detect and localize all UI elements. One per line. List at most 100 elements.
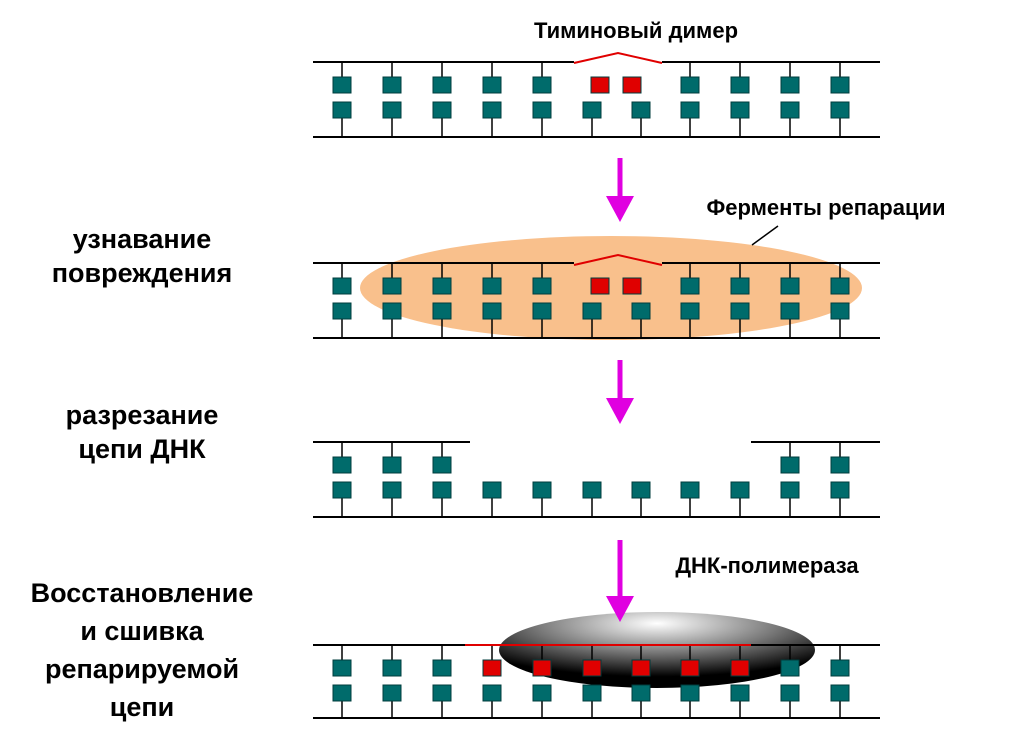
base — [780, 456, 800, 474]
template-base — [532, 481, 552, 499]
template-base — [631, 481, 651, 499]
base — [532, 277, 552, 295]
dna-polymerase-label: ДНК-полимераза — [675, 553, 859, 578]
new-base — [730, 659, 750, 677]
base — [532, 76, 552, 94]
template-base — [830, 684, 850, 702]
step-1-label-line1: узнавание — [73, 224, 212, 254]
template-base — [631, 302, 651, 320]
template-base — [582, 101, 602, 119]
template-base — [482, 481, 502, 499]
template-base — [730, 101, 750, 119]
template-base — [631, 101, 651, 119]
template-base — [631, 684, 651, 702]
base — [332, 277, 352, 295]
template-base — [780, 684, 800, 702]
base — [680, 76, 700, 94]
base — [830, 76, 850, 94]
base — [432, 76, 452, 94]
template-base — [680, 684, 700, 702]
thymine-dimer-base — [622, 277, 642, 295]
template-base — [780, 481, 800, 499]
step-3-label-line1: Восстановление — [31, 578, 254, 608]
down-arrow-icon — [606, 540, 634, 622]
template-base — [680, 481, 700, 499]
template-base — [482, 101, 502, 119]
down-arrow-icon — [606, 360, 634, 424]
template-base — [582, 302, 602, 320]
template-base — [332, 302, 352, 320]
base — [332, 76, 352, 94]
template-base — [432, 302, 452, 320]
base — [780, 76, 800, 94]
new-base — [532, 659, 552, 677]
template-base — [582, 684, 602, 702]
template-base — [382, 302, 402, 320]
new-base — [582, 659, 602, 677]
thymine-dimer-base — [590, 277, 610, 295]
base — [332, 659, 352, 677]
template-base — [680, 101, 700, 119]
step-3-label-line2: и сшивка — [80, 616, 204, 646]
template-base — [532, 684, 552, 702]
template-base — [730, 481, 750, 499]
base — [432, 277, 452, 295]
dna-polymerase-blob — [499, 612, 815, 688]
base — [830, 277, 850, 295]
step-3-label-line4: цепи — [110, 692, 175, 722]
base — [780, 659, 800, 677]
template-base — [382, 101, 402, 119]
base — [382, 76, 402, 94]
step-2-label-line1: разрезание — [66, 400, 219, 430]
template-base — [382, 684, 402, 702]
base — [830, 659, 850, 677]
base — [482, 277, 502, 295]
template-base — [680, 302, 700, 320]
base — [432, 659, 452, 677]
thymine-dimer-base — [622, 76, 642, 94]
step-1-label-line2: повреждения — [52, 258, 233, 288]
step-3-label-line3: репарируемой — [45, 654, 239, 684]
template-base — [780, 302, 800, 320]
base — [780, 277, 800, 295]
template-base — [482, 302, 502, 320]
new-base — [680, 659, 700, 677]
template-base — [482, 684, 502, 702]
template-base — [532, 302, 552, 320]
new-base — [631, 659, 651, 677]
base — [382, 456, 402, 474]
template-base — [730, 302, 750, 320]
template-base — [830, 481, 850, 499]
template-base — [780, 101, 800, 119]
base — [730, 76, 750, 94]
down-arrow-icon — [606, 158, 634, 222]
template-base — [730, 684, 750, 702]
template-base — [830, 302, 850, 320]
template-base — [382, 481, 402, 499]
template-base — [332, 684, 352, 702]
base — [382, 277, 402, 295]
dimer-bond-line-2 — [573, 253, 663, 266]
template-base — [582, 481, 602, 499]
base — [830, 456, 850, 474]
template-base — [432, 481, 452, 499]
base — [432, 456, 452, 474]
template-base — [432, 684, 452, 702]
template-base — [332, 101, 352, 119]
dimer-bond-line-1 — [573, 51, 663, 64]
base — [730, 277, 750, 295]
base — [680, 277, 700, 295]
template-base — [532, 101, 552, 119]
thymine-dimer-label: Тиминовый димер — [534, 18, 738, 43]
step-2-label-line2: цепи ДНК — [78, 434, 206, 464]
repair-enzymes-label: Ферменты репарации — [706, 195, 945, 220]
template-base — [830, 101, 850, 119]
thymine-dimer-base — [590, 76, 610, 94]
base — [332, 456, 352, 474]
template-base — [432, 101, 452, 119]
enzyme-pointer-line — [751, 225, 779, 246]
base — [382, 659, 402, 677]
base — [482, 76, 502, 94]
template-base — [332, 481, 352, 499]
